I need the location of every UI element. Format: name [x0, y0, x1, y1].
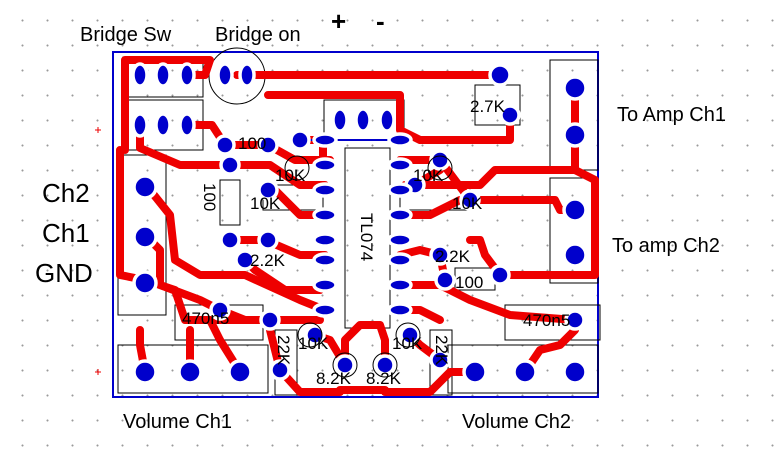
r-2k7-label: 2.7K [470, 97, 505, 116]
r-2k2-right-label: 2.2K [435, 247, 470, 266]
to-amp-ch2-label: To amp Ch2 [612, 235, 720, 257]
to-amp-ch1-label: To Amp Ch1 [617, 104, 726, 126]
r-2k2-left-label: 2.2K [250, 251, 285, 270]
r-22k-vertical-left-label: 22K [274, 335, 293, 366]
plus-label: + [331, 6, 347, 36]
r-10k-5-label: 10K [298, 334, 329, 353]
r-10k-4-label: 10K [452, 194, 483, 213]
minus-label: - [376, 6, 385, 36]
r-10k-2-label: 10K [413, 166, 444, 185]
volume-ch1-label: Volume Ch1 [123, 411, 232, 433]
c-470n-right-label: 470n5 [523, 311, 571, 330]
ch1-label: Ch1 [42, 218, 90, 248]
bridge-on-label: Bridge on [215, 24, 301, 46]
trimmer-outlines [284, 155, 453, 378]
r-10k-6-label: 10K [392, 334, 423, 353]
r-8k2-left-label: 8.2K [316, 369, 351, 388]
ic-label: TL074 [357, 213, 376, 262]
r-100-top-label: 100 [238, 134, 267, 153]
r-100-right-label: 100 [455, 273, 484, 292]
c-470n-left-label: 470n5 [182, 309, 230, 328]
volume-ch2-label: Volume Ch2 [462, 411, 571, 433]
ch2-label: Ch2 [42, 178, 90, 208]
r-22k-vertical-right-label: 22K [432, 335, 451, 366]
r-10k-3-label: 10K [250, 194, 281, 213]
r-10k-1-label: 10K [275, 166, 306, 185]
bridge-sw-label: Bridge Sw [80, 24, 172, 46]
pads [131, 62, 588, 385]
gnd-label: GND [35, 258, 93, 288]
cross-marks [95, 127, 101, 375]
r-100-vertical-label: 100 [200, 183, 219, 212]
r-8k2-right-label: 8.2K [366, 369, 401, 388]
